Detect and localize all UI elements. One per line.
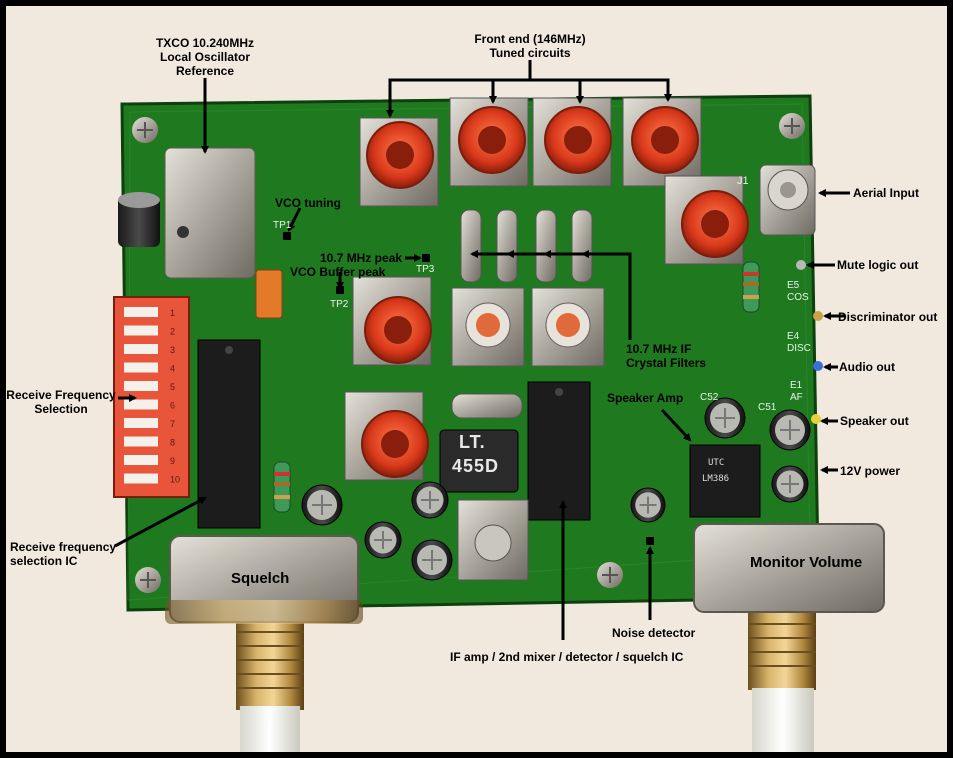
dip-key	[124, 436, 158, 447]
dip-number: 1	[170, 308, 175, 318]
silk-e4: E4	[787, 331, 800, 342]
test-points	[283, 232, 823, 545]
label-12v-power: 12V power	[840, 464, 901, 478]
aerial-jack	[759, 164, 816, 236]
dip-key	[124, 455, 158, 465]
tuned-coils	[344, 97, 749, 481]
label-noise-detector: Noise detector	[612, 626, 696, 640]
dip-number: 9	[170, 456, 175, 466]
rx-freq-ic	[197, 339, 261, 529]
silk-tp3: TP3	[416, 264, 435, 275]
tantalum-cap	[255, 269, 283, 319]
label-discriminator: Discriminator out	[838, 310, 938, 324]
txco-can	[164, 147, 256, 279]
silk-af: AF	[790, 392, 803, 403]
dip-number: 8	[170, 438, 175, 448]
filter-marking-2: 455D	[452, 456, 500, 476]
mounting-screws	[132, 113, 805, 593]
label-vco-buffer: VCO Buffer peak	[290, 265, 386, 279]
coil-slug	[384, 316, 412, 344]
silk-disc: DISC	[787, 343, 811, 354]
label-speaker-out: Speaker out	[840, 414, 909, 428]
coil-slug	[701, 210, 729, 238]
label-audio-out: Audio out	[839, 360, 895, 374]
annotation-arrows	[114, 60, 850, 640]
dip-key	[124, 418, 158, 428]
silk-c51: C51	[758, 402, 777, 413]
cap-vent	[312, 495, 332, 515]
monitor-volume-pot	[693, 523, 885, 752]
label-aerial-input: Aerial Input	[853, 186, 920, 200]
cap-vent	[422, 550, 442, 570]
crystal-filters	[460, 209, 593, 283]
dip-key	[124, 473, 158, 484]
silk-tp1: TP1	[273, 220, 292, 231]
silk-c52: C52	[700, 392, 719, 403]
dip-number: 2	[170, 327, 175, 337]
dip-number: 10	[170, 475, 180, 485]
dip-number: 5	[170, 382, 175, 392]
label-if-amp: IF amp / 2nd mixer / detector / squelch …	[450, 650, 684, 664]
if-trimmer	[457, 499, 529, 581]
cap-vent	[639, 496, 657, 514]
label-107-peak: 10.7 MHz peak	[320, 251, 403, 265]
resistors	[273, 261, 760, 513]
silk-e1: E1	[790, 380, 803, 391]
amp-marking-1: UTC	[708, 458, 725, 468]
silk-tp2: TP2	[330, 299, 349, 310]
coil-slug	[478, 126, 506, 154]
coil-slug	[564, 126, 592, 154]
dip-number: 4	[170, 364, 175, 374]
ceramic-filter	[439, 429, 519, 493]
cap-vent	[715, 408, 735, 428]
dip-key	[124, 344, 158, 354]
cap-vent	[781, 475, 799, 493]
cap-vent	[374, 531, 392, 549]
label-mute-logic: Mute logic out	[837, 258, 919, 272]
coil-slug	[381, 430, 409, 458]
dip-number: 3	[170, 345, 175, 355]
dip-key	[124, 325, 158, 336]
filter-marking-1: LT.	[459, 432, 486, 452]
coil-slug	[386, 141, 414, 169]
cap-vent	[780, 420, 800, 440]
dip-key	[124, 381, 158, 391]
silk-e5: E5	[787, 280, 800, 291]
dip-key	[124, 307, 158, 317]
dip-number: 7	[170, 419, 175, 429]
label-vco-tuning: VCO tuning	[275, 196, 341, 210]
squelch-pot	[165, 535, 363, 752]
monitor-volume-label: Monitor Volume	[750, 554, 863, 571]
silk-cos: COS	[787, 292, 809, 303]
dip-number: 6	[170, 401, 175, 411]
label-speaker-amp: Speaker Amp	[607, 391, 684, 405]
speaker-amp-ic	[689, 444, 761, 518]
cap-vent	[421, 491, 439, 509]
label-front-end: Front end (146MHz)Tuned circuits	[474, 32, 586, 60]
dip-key	[124, 362, 158, 373]
crystal	[451, 393, 523, 419]
amp-marking-2: LM386	[702, 474, 730, 484]
silk-j1: J1	[737, 175, 749, 187]
cap-top-left	[118, 192, 160, 247]
if-ic	[527, 381, 591, 521]
electrolytic-caps	[301, 397, 811, 581]
dip-key	[124, 399, 158, 410]
squelch-label: Squelch	[231, 570, 290, 587]
if-coils	[451, 287, 605, 367]
coil-slug	[651, 126, 679, 154]
